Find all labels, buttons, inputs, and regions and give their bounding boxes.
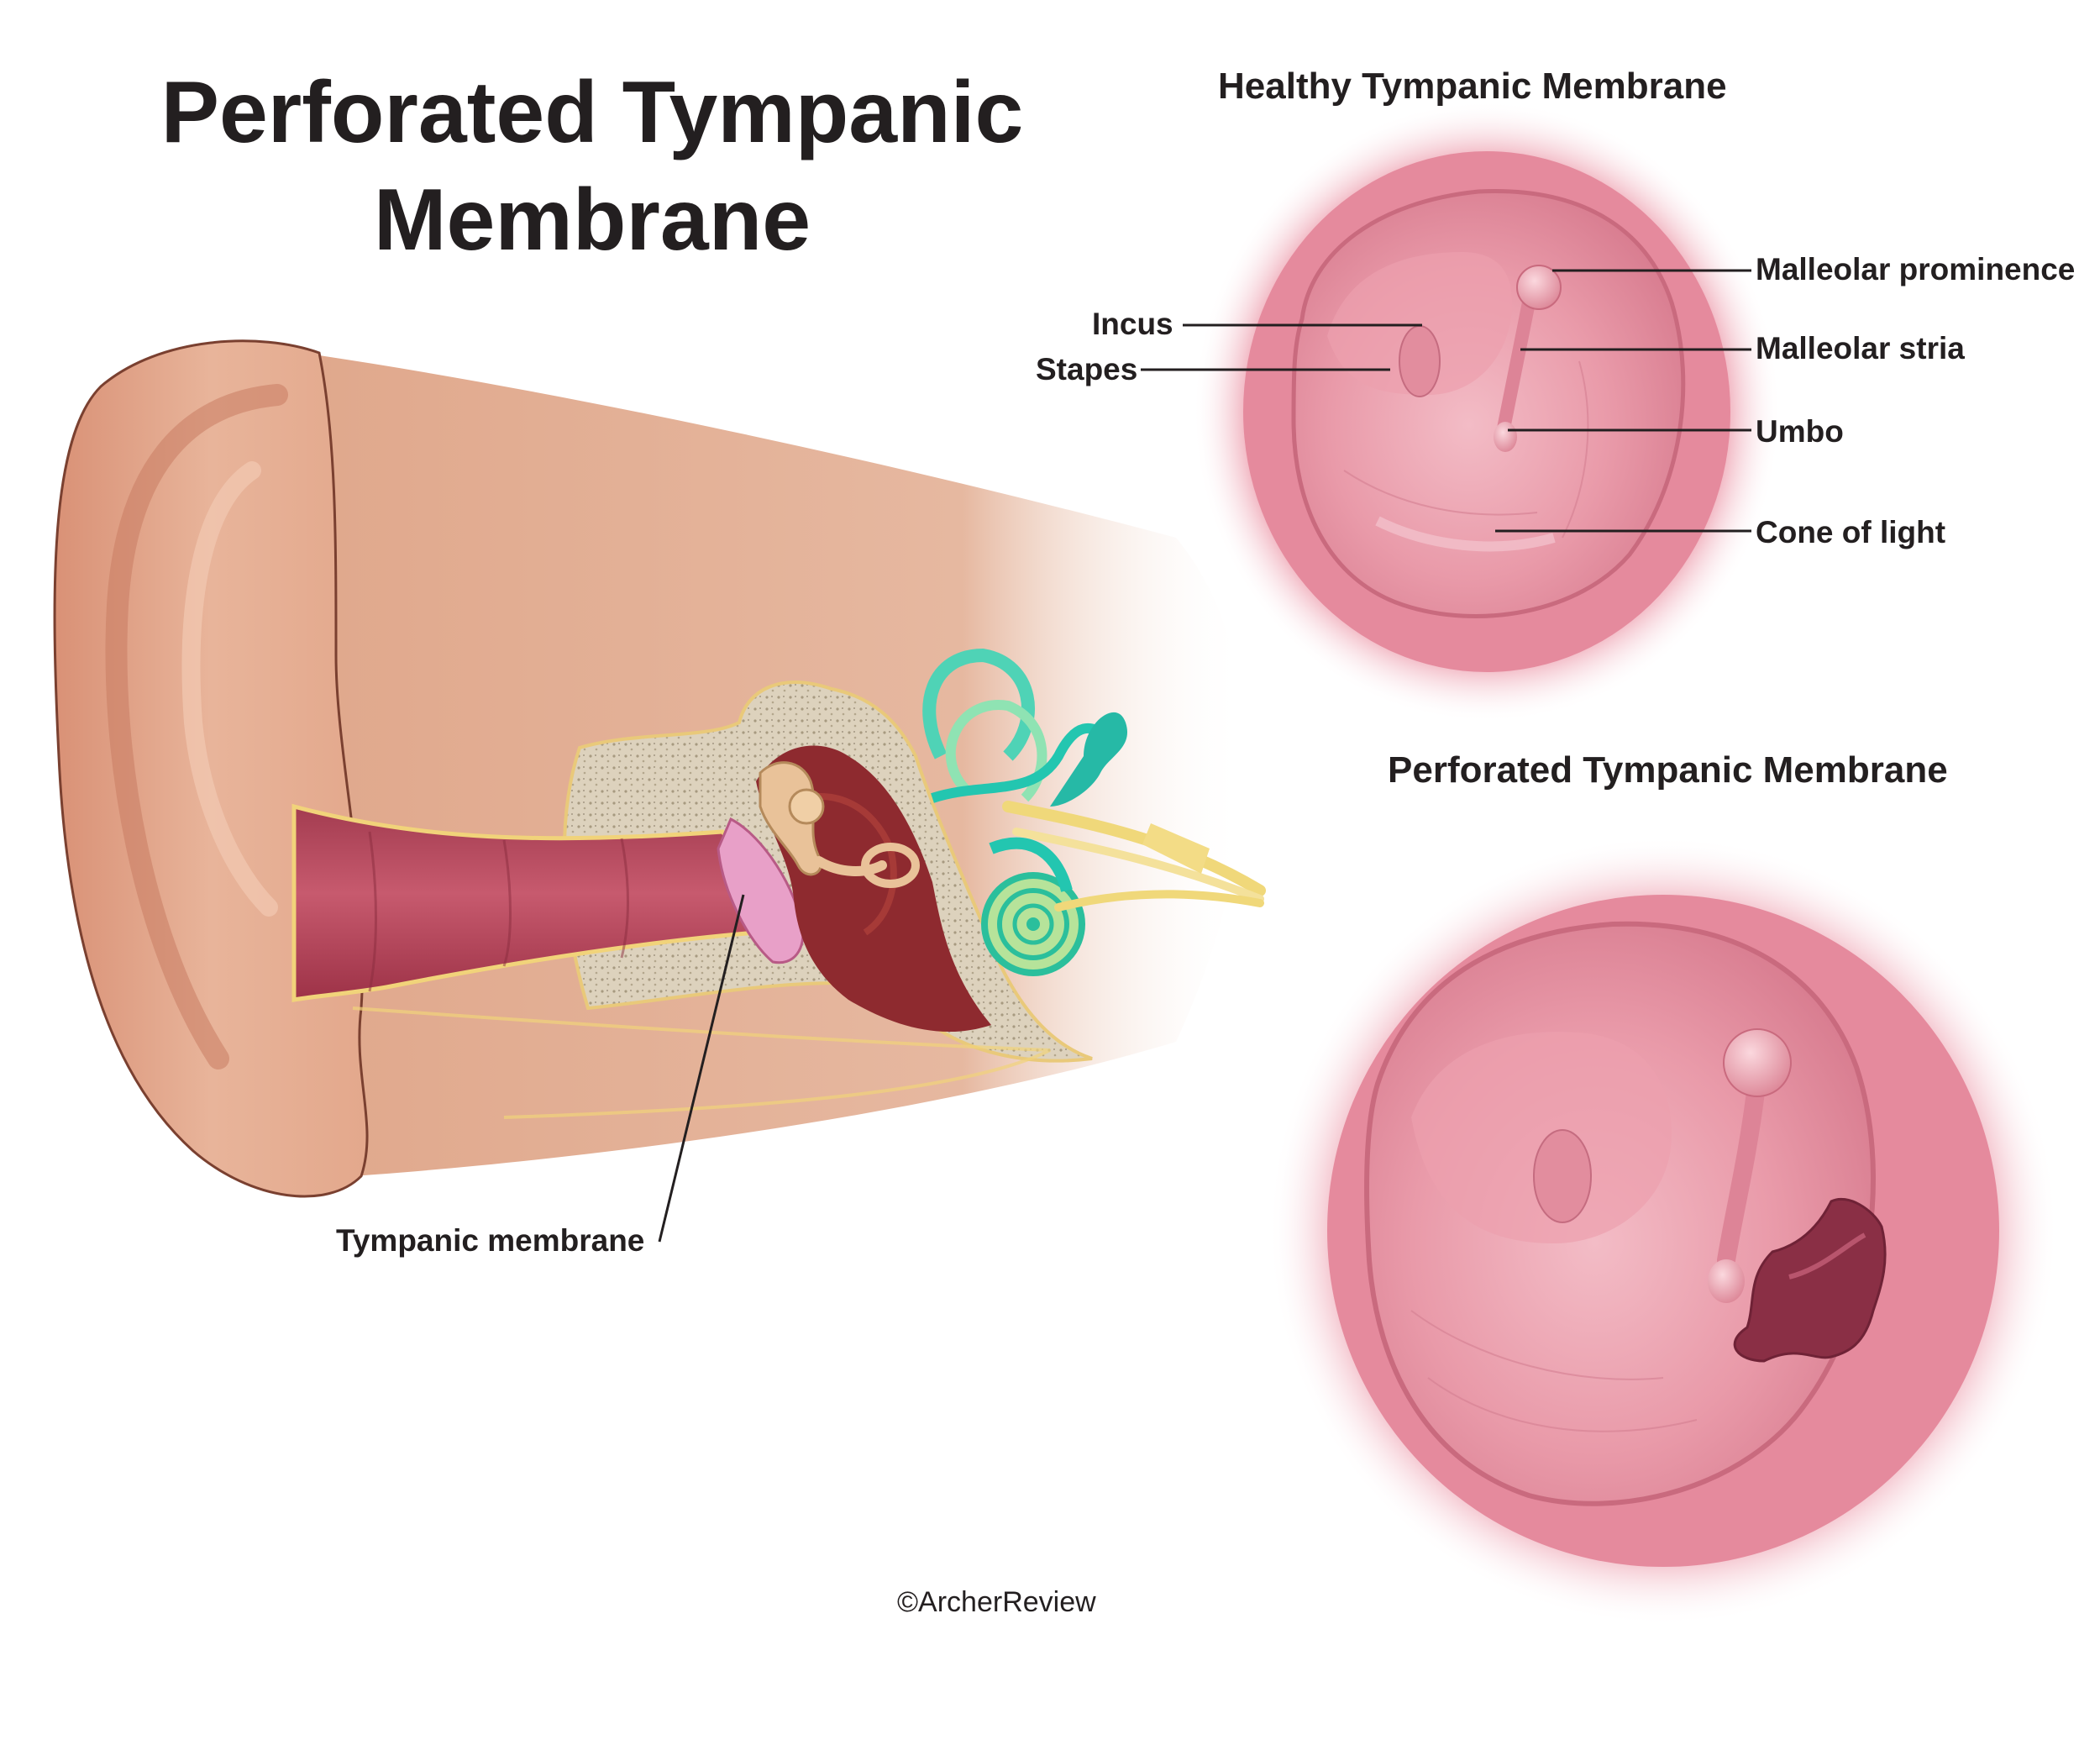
auricle [53, 339, 369, 1198]
page-title: Perforated Tympanic Membrane [126, 59, 1058, 274]
leader-tympanic-membrane [658, 894, 745, 1243]
label-tympanic-membrane: Tympanic membrane [336, 1223, 645, 1258]
label-cone-of-light: Cone of light [1756, 515, 1946, 549]
ossicles [759, 761, 920, 888]
tympanic-membrane-side [717, 817, 805, 964]
label-malleolar-prominence: Malleolar prominence [1756, 252, 2076, 286]
title-line-2: Membrane [373, 171, 811, 269]
copyright-credit: ©ArcherReview [897, 1586, 1096, 1618]
label-stapes: Stapes [1036, 352, 1138, 386]
healthy-leader-lines [1141, 269, 1751, 533]
ear-canal [291, 803, 759, 1002]
healthy-panel-title: Healthy Tympanic Membrane [1218, 66, 1727, 107]
inner-ear [922, 648, 1128, 976]
perforation [1733, 1197, 1887, 1363]
perforated-membrane-illustration [1268, 836, 2058, 1626]
label-incus: Incus [1092, 307, 1173, 341]
auditory-nerve [1002, 801, 1266, 912]
head-side-view [53, 339, 1266, 1198]
malleolar-stria [1497, 296, 1536, 435]
healthy-membrane-illustration [1193, 101, 1781, 723]
healthy-membrane [1291, 188, 1686, 618]
label-umbo: Umbo [1756, 414, 1844, 449]
label-malleolar-stria: Malleolar stria [1756, 331, 1965, 365]
perforated-panel-title: Perforated Tympanic Membrane [1388, 749, 1948, 791]
title-line-1: Perforated Tympanic [160, 64, 1024, 161]
